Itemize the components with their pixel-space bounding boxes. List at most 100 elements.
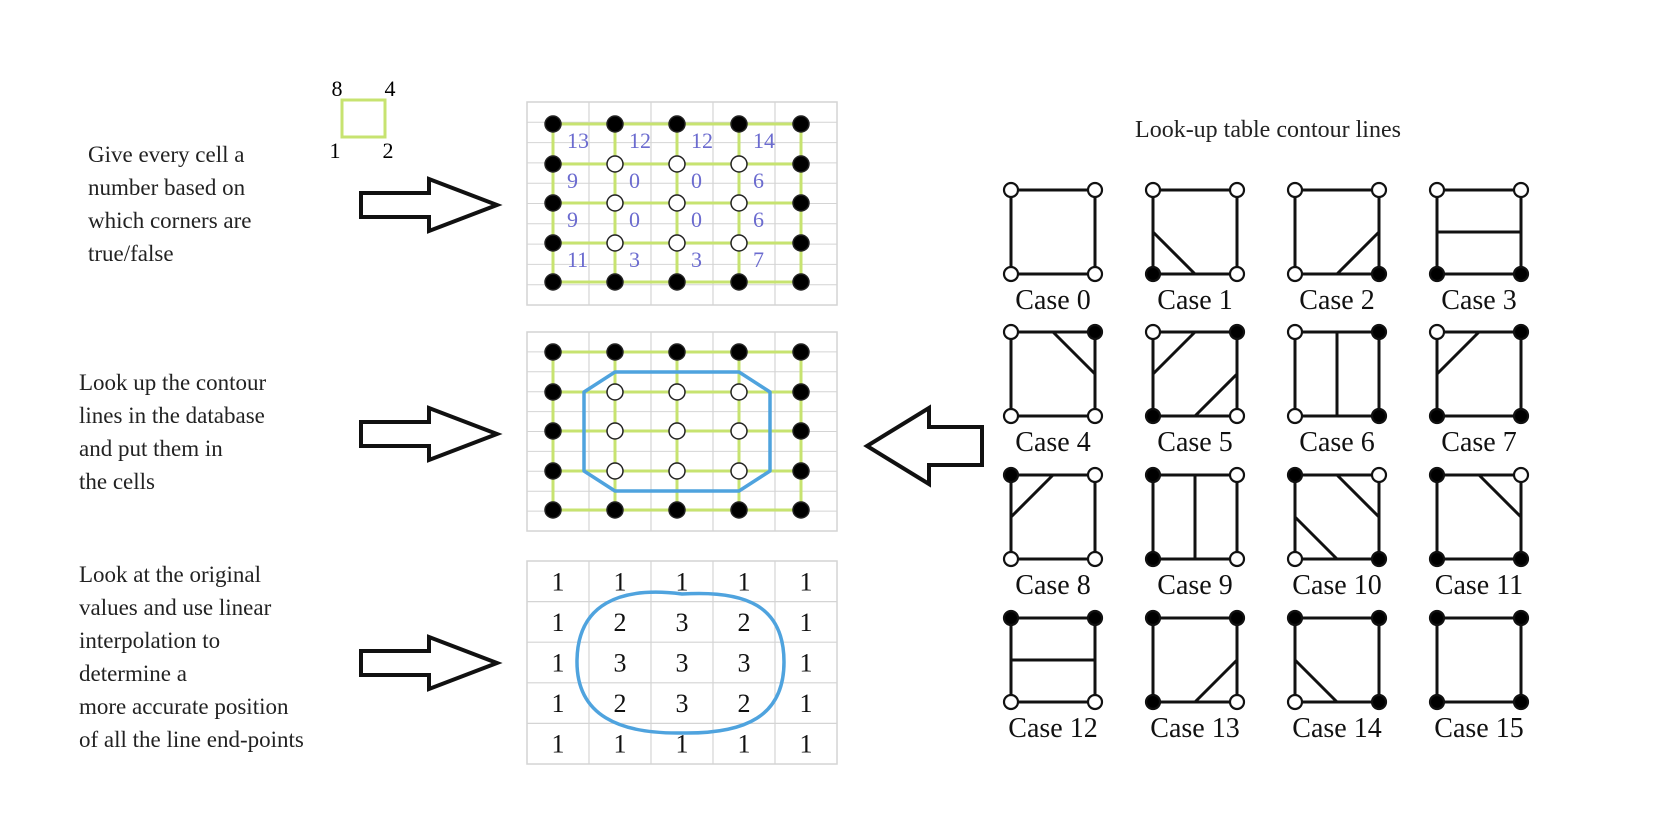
true-corner-dot — [792, 343, 810, 361]
case-label: Case 11 — [1435, 570, 1523, 601]
step-2-line: Look up the contour — [79, 370, 267, 395]
cell-number: 3 — [691, 247, 702, 272]
lookup-case: Case 13 — [1144, 609, 1246, 744]
true-corner-dot — [730, 273, 748, 291]
false-corner-dot — [668, 383, 686, 401]
false-corner-dot — [730, 194, 748, 212]
true-corner-dot — [1144, 407, 1162, 425]
true-corner-dot — [1370, 407, 1388, 425]
true-corner-dot — [668, 501, 686, 519]
true-corner-dot — [792, 115, 810, 133]
true-corner-dot — [1512, 693, 1530, 711]
true-corner-dot — [1428, 550, 1446, 568]
true-corner-dot — [730, 115, 748, 133]
step-3-line: determine a — [79, 661, 187, 686]
step-2-description: Look up the contour lines in the databas… — [79, 366, 266, 498]
cell-value: 1 — [800, 689, 813, 718]
true-corner-dot — [1144, 550, 1162, 568]
cell-value: 1 — [800, 649, 813, 678]
cell-value: 1 — [676, 567, 689, 596]
false-corner-dot — [730, 234, 748, 252]
step-3-line: values and use linear — [79, 595, 272, 620]
cell-value: 3 — [676, 649, 689, 678]
cell-value: 3 — [676, 689, 689, 718]
true-corner-dot — [606, 115, 624, 133]
false-corner-dot — [1512, 181, 1530, 199]
false-corner-dot — [668, 155, 686, 173]
false-corner-dot — [730, 462, 748, 480]
true-corner-dot — [668, 343, 686, 361]
true-corner-dot — [1428, 693, 1446, 711]
cell-value: 3 — [614, 649, 627, 678]
lookup-case: Case 6 — [1286, 323, 1388, 458]
cell-value: 1 — [614, 730, 627, 759]
cell-value: 1 — [614, 567, 627, 596]
case-square — [1293, 188, 1381, 276]
cell-number: 0 — [691, 168, 702, 193]
case-contour-line — [1293, 658, 1339, 704]
true-corner-dot — [1370, 609, 1388, 627]
right-arrow-icon — [359, 634, 503, 692]
true-corner-dot — [544, 194, 562, 212]
case-label: Case 3 — [1441, 285, 1516, 316]
step-2-line: lines in the database — [79, 403, 265, 428]
true-corner-dot — [1228, 609, 1246, 627]
true-corner-dot — [668, 273, 686, 291]
legend-label-top-right: 4 — [385, 76, 396, 101]
case-contour-line — [1193, 372, 1239, 418]
right-arrow-icon — [359, 176, 503, 234]
step-1-line: true/false — [88, 241, 174, 266]
case-contour-line — [1051, 330, 1097, 376]
case-label: Case 12 — [1008, 713, 1097, 744]
case-square — [1151, 330, 1239, 418]
false-corner-dot — [1144, 323, 1162, 341]
interpolated-contour — [575, 590, 786, 735]
true-corner-dot — [1512, 407, 1530, 425]
true-corner-dot — [1512, 609, 1530, 627]
case-label: Case 10 — [1292, 570, 1381, 601]
lookup-case: Case 5 — [1144, 323, 1246, 458]
cell-value: 1 — [738, 730, 751, 759]
false-corner-dot — [1228, 407, 1246, 425]
true-corner-dot — [606, 273, 624, 291]
cell-value: 1 — [552, 608, 565, 637]
case-square — [1009, 188, 1097, 276]
case-contour-line — [1151, 330, 1197, 376]
case-label: Case 4 — [1015, 427, 1090, 458]
cell-number: 12 — [691, 128, 713, 153]
step-3-description: Look at the original values and use line… — [79, 558, 304, 756]
false-corner-dot — [1002, 407, 1020, 425]
case-contour-line — [1335, 230, 1381, 276]
true-corner-dot — [544, 422, 562, 440]
false-corner-dot — [668, 234, 686, 252]
true-corner-dot — [1428, 407, 1446, 425]
true-corner-dot — [1086, 609, 1104, 627]
case-square — [1151, 188, 1239, 276]
contour-lookup-grid — [526, 331, 838, 532]
true-corner-dot — [1086, 323, 1104, 341]
cell-number: 7 — [753, 247, 764, 272]
case-contour-line — [1151, 230, 1197, 276]
cell-value: 3 — [738, 649, 751, 678]
false-corner-dot — [1286, 323, 1304, 341]
cell-number: 6 — [753, 168, 764, 193]
lookup-case: Case 12 — [1002, 609, 1104, 744]
true-corner-dot — [1512, 265, 1530, 283]
false-corner-dot — [1086, 181, 1104, 199]
true-corner-dot — [606, 343, 624, 361]
step-1-line: which corners are — [88, 208, 252, 233]
true-corner-dot — [792, 383, 810, 401]
case-label: Case 1 — [1157, 285, 1232, 316]
lookup-case: Case 14 — [1286, 609, 1388, 744]
true-corner-dot — [1428, 609, 1446, 627]
false-corner-dot — [1286, 181, 1304, 199]
false-corner-dot — [1086, 693, 1104, 711]
cell-value: 1 — [552, 689, 565, 718]
false-corner-dot — [730, 155, 748, 173]
case-label: Case 8 — [1015, 570, 1090, 601]
true-corner-dot — [544, 501, 562, 519]
true-corner-dot — [1286, 466, 1304, 484]
